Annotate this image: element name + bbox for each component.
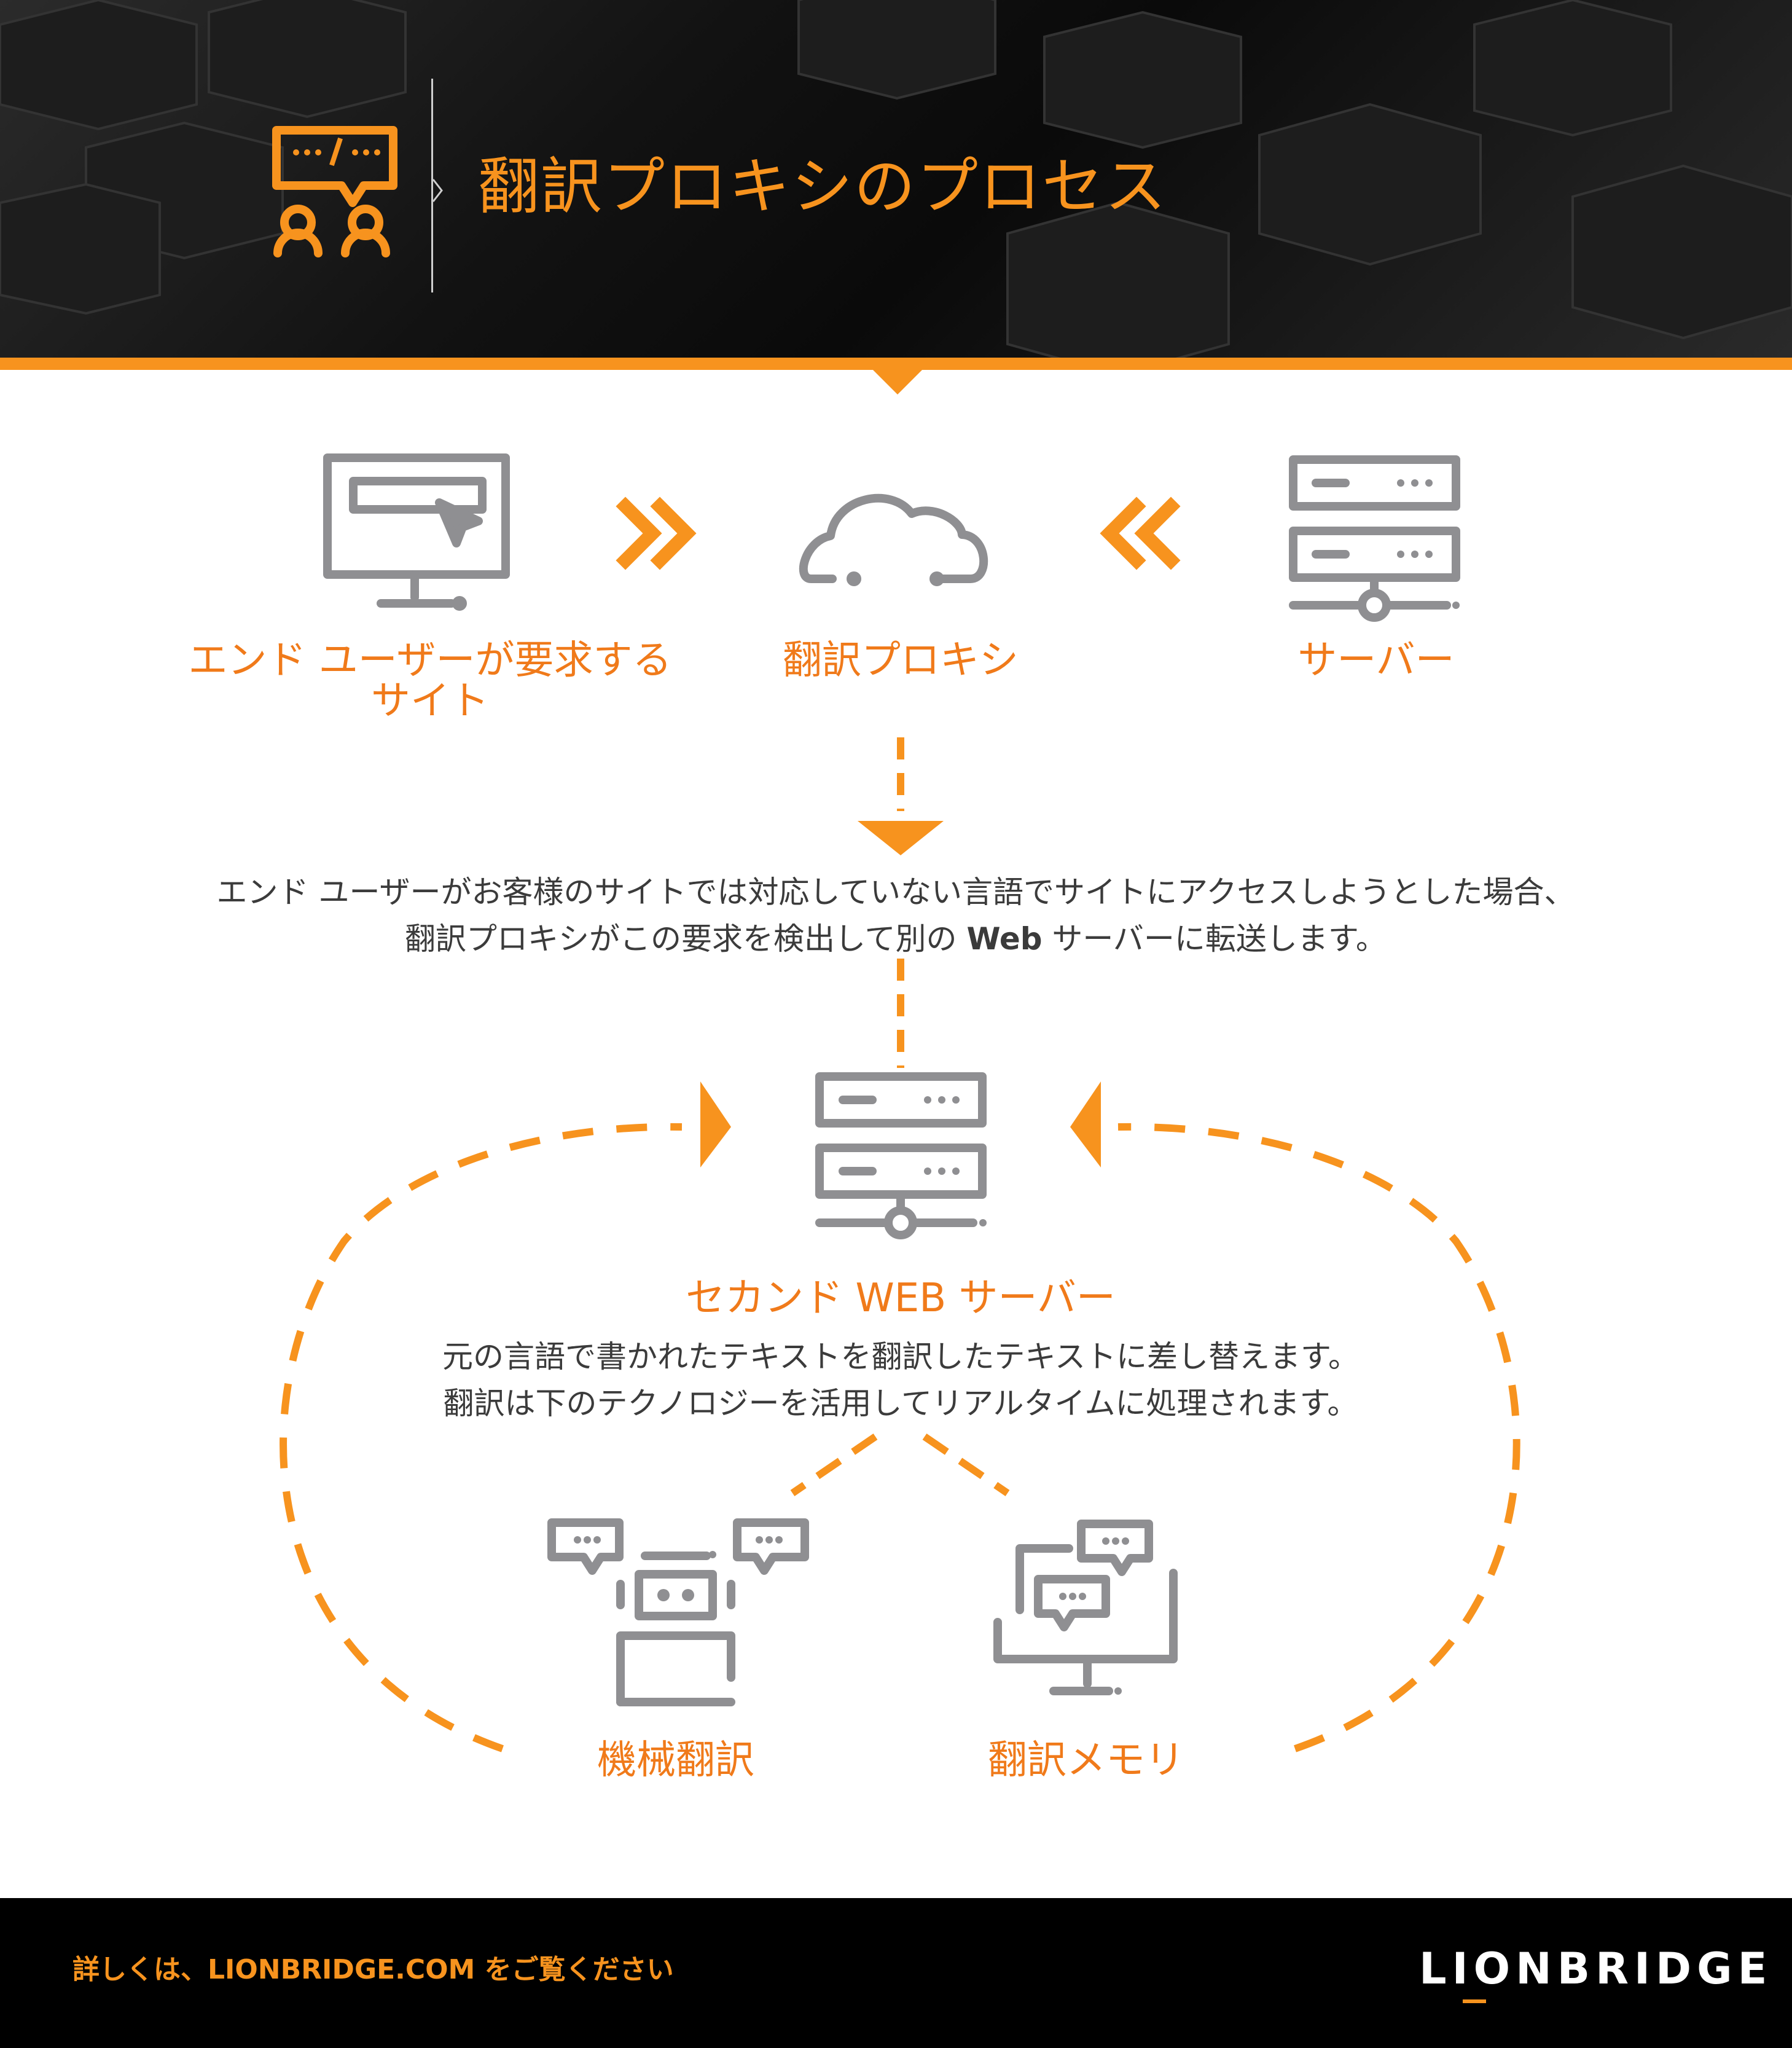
footer: [0, 1898, 1792, 2048]
header-divider: [431, 79, 433, 292]
branch-line-right: [922, 1434, 1010, 1496]
lionbridge-logo-accent: [1463, 1999, 1486, 2003]
explanation-text: エンド ユーザーがお客様のサイトでは対応していない言語でサイトにアクセスしようと…: [158, 869, 1633, 962]
double-chevron-right-icon: [616, 496, 697, 570]
server-icon-dots: [1397, 479, 1460, 609]
cloud-icon: [799, 493, 988, 586]
end-user-site-label: エンド ユーザーが要求する サイト: [178, 640, 682, 721]
footer-link[interactable]: 詳しくは、LIONBRIDGE.COM をご覧ください: [72, 1954, 674, 1985]
lionbridge-logo: LIONBRIDGE: [1419, 1944, 1773, 1994]
translation-chat-icon: [272, 126, 397, 257]
explanation-line1: エンド ユーザーがお客様のサイトでは対応していない言語でサイトにアクセスしようと…: [216, 874, 1575, 910]
robot-icon-details: [574, 1536, 783, 1601]
second-server-desc-line1: 元の言語で書かれたテキストを翻訳したテキストに差し替えます。: [442, 1339, 1359, 1375]
header-orange-rule: [0, 358, 1792, 370]
translation-memory-icon: [993, 1520, 1178, 1695]
translation-memory-icon-dots: [1059, 1537, 1129, 1695]
server-label: サーバー: [1297, 638, 1455, 683]
robot-icon: [547, 1518, 809, 1706]
explanation-line2-post: サーバーに転送します。: [1042, 921, 1387, 957]
loop-arc-right: [1117, 1123, 1520, 1752]
explanation-line2: 翻訳プロキシがこの要求を検出して別の Web サーバーに転送します。: [158, 916, 1633, 962]
header-icon-layer: [272, 126, 443, 257]
second-server-description: 元の言語で書かれたテキストを翻訳したテキストに差し替えます。 翻訳は下のテクノロ…: [348, 1333, 1454, 1427]
machine-translation-label: 機械翻訳: [597, 1738, 754, 1783]
second-server-icon-dots: [924, 1096, 987, 1226]
double-chevron-left-icon: [1100, 496, 1181, 570]
hexagon-background: [0, 0, 1792, 358]
page-title: 翻訳プロキシのプロセス: [478, 151, 1167, 222]
second-server-desc-line2: 翻訳は下のテクノロジーを活用してリアルタイムに処理されます。: [443, 1386, 1358, 1421]
second-web-server-label: セカンド WEB サーバー: [686, 1276, 1116, 1321]
translation-proxy-label: 翻訳プロキシ: [783, 638, 1019, 683]
header-banner: [0, 0, 1792, 358]
header-notch: [872, 369, 923, 394]
explanation-web-bold: Web: [966, 921, 1043, 957]
branch-line-left: [790, 1434, 878, 1496]
explanation-line2-pre: 翻訳プロキシがこの要求を検出して別の: [405, 921, 967, 957]
loop-arrowhead-right: [700, 1081, 731, 1167]
loop-arrowhead-left: [1070, 1081, 1101, 1167]
end-user-site-label-line2: サイト: [371, 678, 489, 724]
second-server-icon: [815, 1072, 987, 1239]
dashed-arrow-down: [858, 737, 944, 855]
loop-arc-left: [280, 1123, 683, 1752]
translation-memory-label: 翻訳メモリ: [988, 1738, 1184, 1783]
monitor-cursor-icon: [323, 453, 510, 611]
end-user-site-label-line1: エンド ユーザーが要求する: [188, 638, 672, 683]
server-icon: [1289, 455, 1460, 622]
